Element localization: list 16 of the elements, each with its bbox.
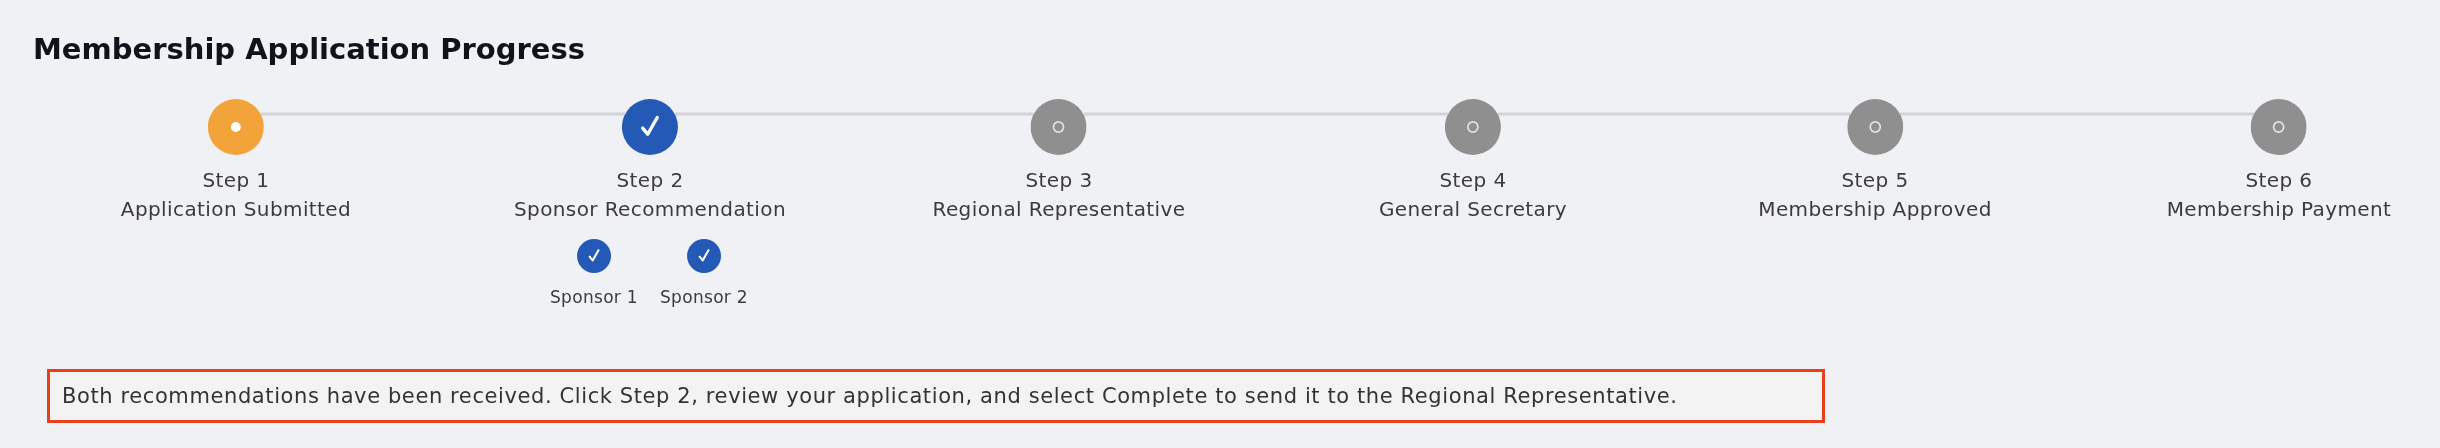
step-number: Step 5 bbox=[1841, 167, 1909, 194]
sponsor-label: Sponsor 1 bbox=[550, 286, 638, 308]
step-name: Regional Representative bbox=[932, 196, 1186, 223]
step-name: Membership Approved bbox=[1758, 196, 1992, 223]
sponsor-label: Sponsor 2 bbox=[660, 286, 748, 308]
step-number: Step 6 bbox=[2245, 167, 2313, 194]
step-name: Sponsor Recommendation bbox=[513, 196, 787, 223]
step-number: Step 2 bbox=[616, 167, 684, 194]
page-title: Membership Application Progress bbox=[33, 31, 585, 68]
alert-message: Both recommendations have been received. Click Step 2, review your application, and select Complete to send it to the Regional Representative. bbox=[47, 369, 1825, 423]
step-number: Step 4 bbox=[1439, 167, 1507, 194]
step-name: General Secretary bbox=[1378, 196, 1568, 223]
step-name: Application Submitted bbox=[120, 196, 352, 223]
step-name: Membership Payment bbox=[2166, 196, 2392, 223]
step-number: Step 3 bbox=[1025, 167, 1093, 194]
step-number: Step 1 bbox=[202, 167, 270, 194]
